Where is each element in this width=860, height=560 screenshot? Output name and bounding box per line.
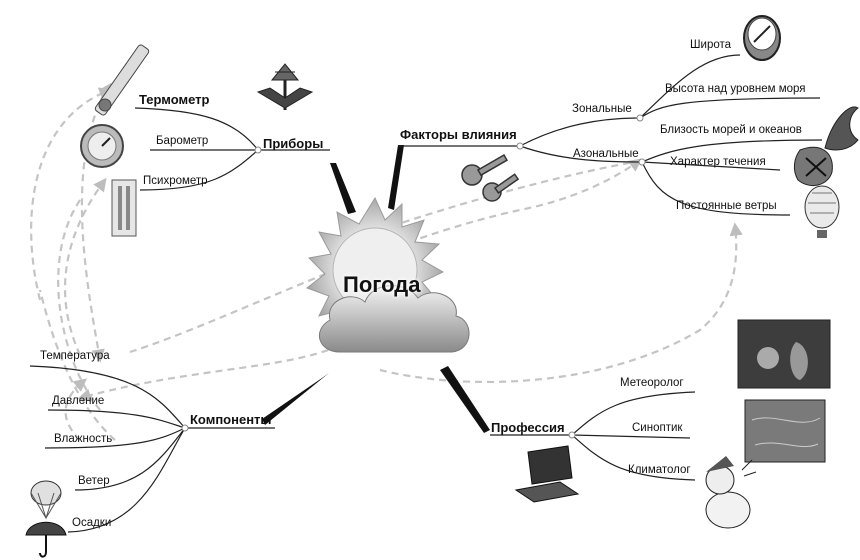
hot-air-balloon-icon xyxy=(804,185,840,238)
psychrometer-icon xyxy=(111,179,137,237)
node-zonal[interactable]: Зональные xyxy=(572,103,632,115)
umbrella-icon xyxy=(25,521,67,558)
branch-instruments[interactable]: Приборы xyxy=(263,136,324,151)
weather-station-icon xyxy=(256,63,314,110)
node-seas-proximity[interactable]: Близость морей и океанов xyxy=(660,124,802,136)
node-pressure[interactable]: Давление xyxy=(52,395,105,407)
wave-icon xyxy=(824,106,859,151)
node-wind[interactable]: Ветер xyxy=(78,475,110,487)
node-altitude[interactable]: Высота над уровнем моря xyxy=(665,83,806,95)
thermometer-icon xyxy=(94,44,150,116)
cartoon-character-icon xyxy=(705,456,757,529)
branch-profession[interactable]: Профессия xyxy=(491,420,565,435)
node-precipitation[interactable]: Осадки xyxy=(72,517,112,529)
node-meteorologist[interactable]: Метеоролог xyxy=(620,377,684,389)
laptop-icon xyxy=(514,445,580,503)
cartoon-scene-icon xyxy=(737,319,831,389)
node-forecaster[interactable]: Синоптик xyxy=(632,422,683,434)
node-current-type[interactable]: Характер течения xyxy=(670,156,766,168)
node-humidity[interactable]: Влажность xyxy=(54,433,113,445)
trunk-lines xyxy=(262,145,490,433)
node-barometer[interactable]: Барометр xyxy=(156,135,209,147)
branch-lines xyxy=(29,54,823,533)
branch-factors[interactable]: Факторы влияния xyxy=(400,127,517,142)
satellite-map-icon xyxy=(744,399,826,463)
node-temperature[interactable]: Температура xyxy=(40,350,110,362)
node-psychrometer[interactable]: Психрометр xyxy=(143,175,208,187)
keys-icon xyxy=(461,153,520,202)
relation-arrows xyxy=(30,82,743,441)
compass-icon xyxy=(743,15,781,61)
node-latitude[interactable]: Широта xyxy=(690,39,732,51)
branch-components[interactable]: Компоненты xyxy=(190,412,272,427)
center-weather-icon xyxy=(305,196,470,353)
barometer-icon xyxy=(80,124,124,168)
node-azonal[interactable]: Азональные xyxy=(573,148,639,160)
current-icon xyxy=(793,146,833,187)
node-thermometer[interactable]: Термометр xyxy=(139,92,210,107)
center-title[interactable]: Погода xyxy=(343,272,421,297)
node-prevailing-winds[interactable]: Постоянные ветры xyxy=(676,200,777,212)
node-dots xyxy=(181,114,646,439)
parachute-icon xyxy=(30,480,62,520)
node-climatologist[interactable]: Климатолог xyxy=(628,464,691,476)
